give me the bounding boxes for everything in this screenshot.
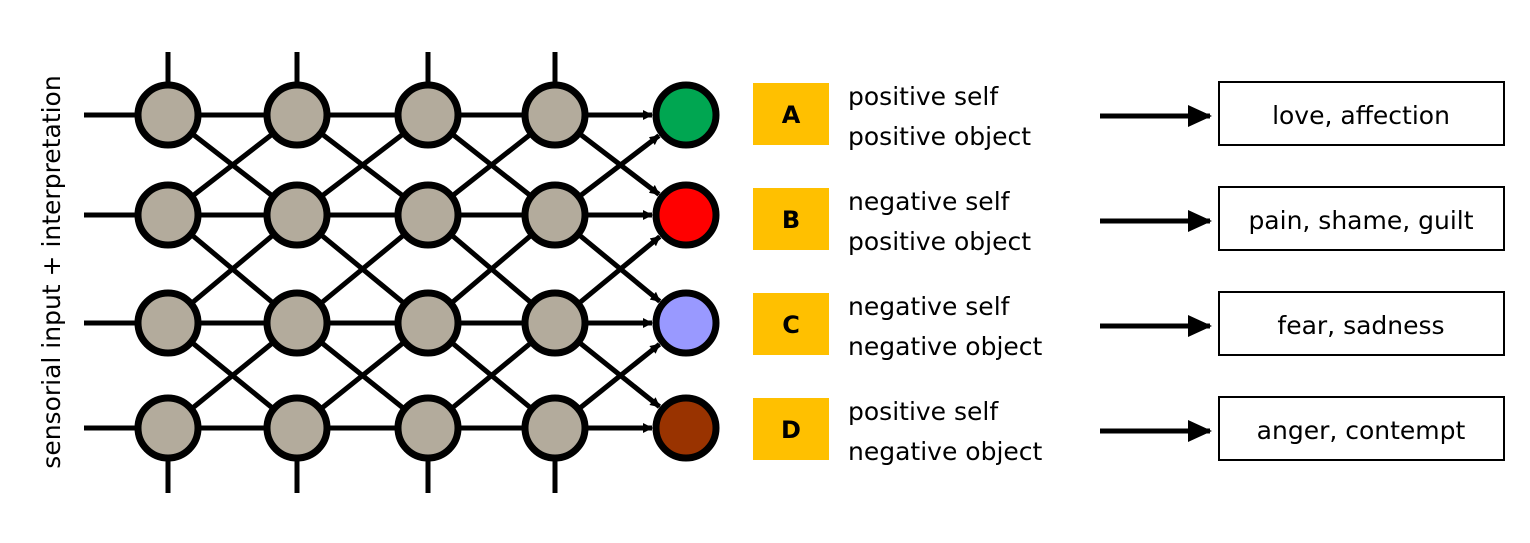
row-label-box bbox=[753, 398, 829, 460]
row-b: B negative self positive object pain, sh… bbox=[753, 186, 1505, 256]
emotion-text: love, affection bbox=[1272, 101, 1450, 130]
emotion-text: anger, contempt bbox=[1257, 416, 1466, 445]
row-self-text: negative self bbox=[848, 292, 1011, 321]
emotion-box bbox=[1218, 396, 1505, 461]
row-self-text: positive self bbox=[848, 82, 999, 111]
row-label-box bbox=[753, 293, 829, 355]
hidden-node bbox=[134, 81, 202, 149]
hidden-node bbox=[521, 81, 589, 149]
output-node bbox=[652, 81, 720, 149]
hidden-node bbox=[263, 289, 331, 357]
hidden-node bbox=[263, 394, 331, 462]
output-node bbox=[652, 394, 720, 462]
hidden-node bbox=[394, 181, 462, 249]
emotion-box bbox=[1218, 186, 1505, 251]
emotion-box bbox=[1218, 291, 1505, 356]
hidden-node bbox=[394, 81, 462, 149]
output-node bbox=[652, 181, 720, 249]
side-axis-label: sensorial input + interpretation bbox=[37, 75, 66, 468]
output-node bbox=[652, 289, 720, 357]
row-d: D positive self negative object anger, c… bbox=[753, 396, 1505, 466]
emotion-box bbox=[1218, 81, 1505, 146]
hidden-node bbox=[134, 181, 202, 249]
hidden-node bbox=[394, 289, 462, 357]
hidden-node bbox=[134, 289, 202, 357]
row-label: B bbox=[782, 206, 800, 234]
row-label: A bbox=[782, 101, 801, 129]
row-self-text: positive self bbox=[848, 397, 999, 426]
emotion-text: pain, shame, guilt bbox=[1248, 206, 1473, 235]
row-label: D bbox=[781, 416, 801, 444]
hidden-node bbox=[394, 394, 462, 462]
row-self-text: negative self bbox=[848, 187, 1011, 216]
hidden-node bbox=[263, 81, 331, 149]
hidden-node bbox=[263, 181, 331, 249]
hidden-node bbox=[521, 394, 589, 462]
row-label: C bbox=[782, 311, 800, 339]
emotion-text: fear, sadness bbox=[1277, 311, 1444, 340]
row-a: A positive self positive object love, af… bbox=[753, 81, 1505, 151]
hidden-node bbox=[134, 394, 202, 462]
row-object-text: positive object bbox=[848, 227, 1031, 256]
row-label-box bbox=[753, 83, 829, 145]
row-label-box bbox=[753, 188, 829, 250]
hidden-node bbox=[521, 289, 589, 357]
row-object-text: negative object bbox=[848, 332, 1043, 361]
row-object-text: positive object bbox=[848, 122, 1031, 151]
neural-network bbox=[84, 52, 720, 493]
row-c: C negative self negative object fear, sa… bbox=[753, 291, 1505, 361]
emotion-rows: A positive self positive object love, af… bbox=[753, 81, 1505, 466]
row-object-text: negative object bbox=[848, 437, 1043, 466]
hidden-node bbox=[521, 181, 589, 249]
